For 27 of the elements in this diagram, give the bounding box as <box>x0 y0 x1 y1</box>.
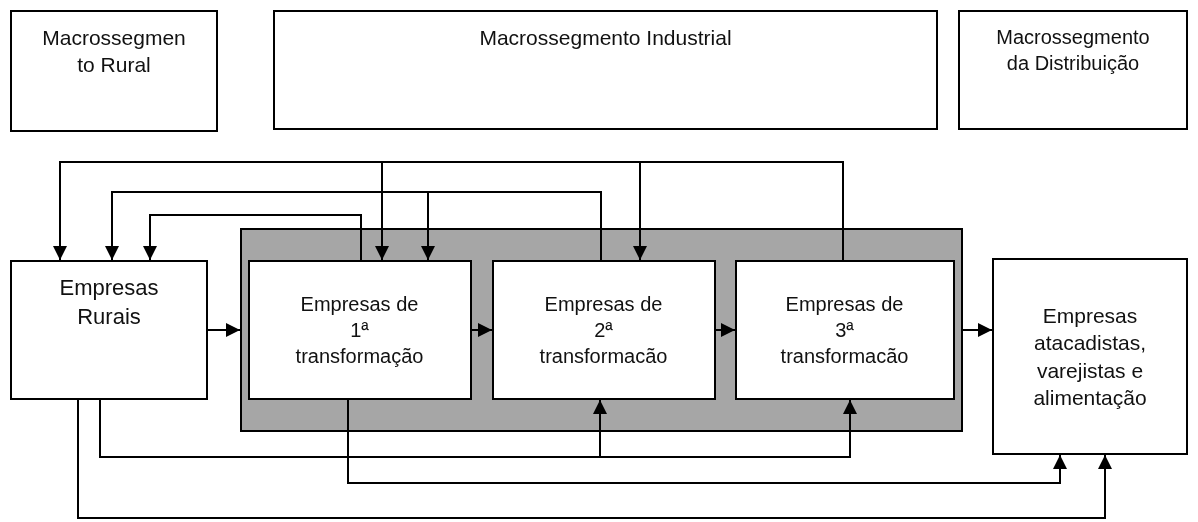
arrow <box>962 323 993 337</box>
arrow <box>421 191 602 261</box>
process-box <box>491 259 716 400</box>
node-label: Macrossegmento Industrial <box>479 25 732 51</box>
arrow <box>715 323 736 337</box>
node-label: Empresas Rurais <box>58 274 160 331</box>
node-label: Macrossegmen to Rural <box>41 25 187 79</box>
arrow <box>471 323 493 337</box>
node-label: Empresas de 3ª transformacão <box>779 291 910 369</box>
segment-box <box>992 258 1188 455</box>
arrow <box>99 399 857 458</box>
process-box <box>247 259 472 400</box>
process-box <box>734 259 955 400</box>
arrow <box>347 399 1067 484</box>
segment-box <box>10 260 208 400</box>
group-panel <box>240 228 963 432</box>
node-label: Macrossegmento da Distribuição <box>995 25 1151 76</box>
arrow <box>143 214 362 261</box>
segment-box <box>273 10 938 130</box>
segment-box <box>958 10 1188 130</box>
node-label: Empresas atacadistas, varejistas e alimentação <box>1032 302 1148 411</box>
segment-box <box>10 10 218 132</box>
node-label: Empresas de 1ª transformação <box>294 291 425 369</box>
arrow <box>207 323 241 337</box>
arrow <box>633 161 844 261</box>
node-label: Empresas de 2ª transformacão <box>538 291 669 369</box>
arrow <box>77 399 1112 519</box>
